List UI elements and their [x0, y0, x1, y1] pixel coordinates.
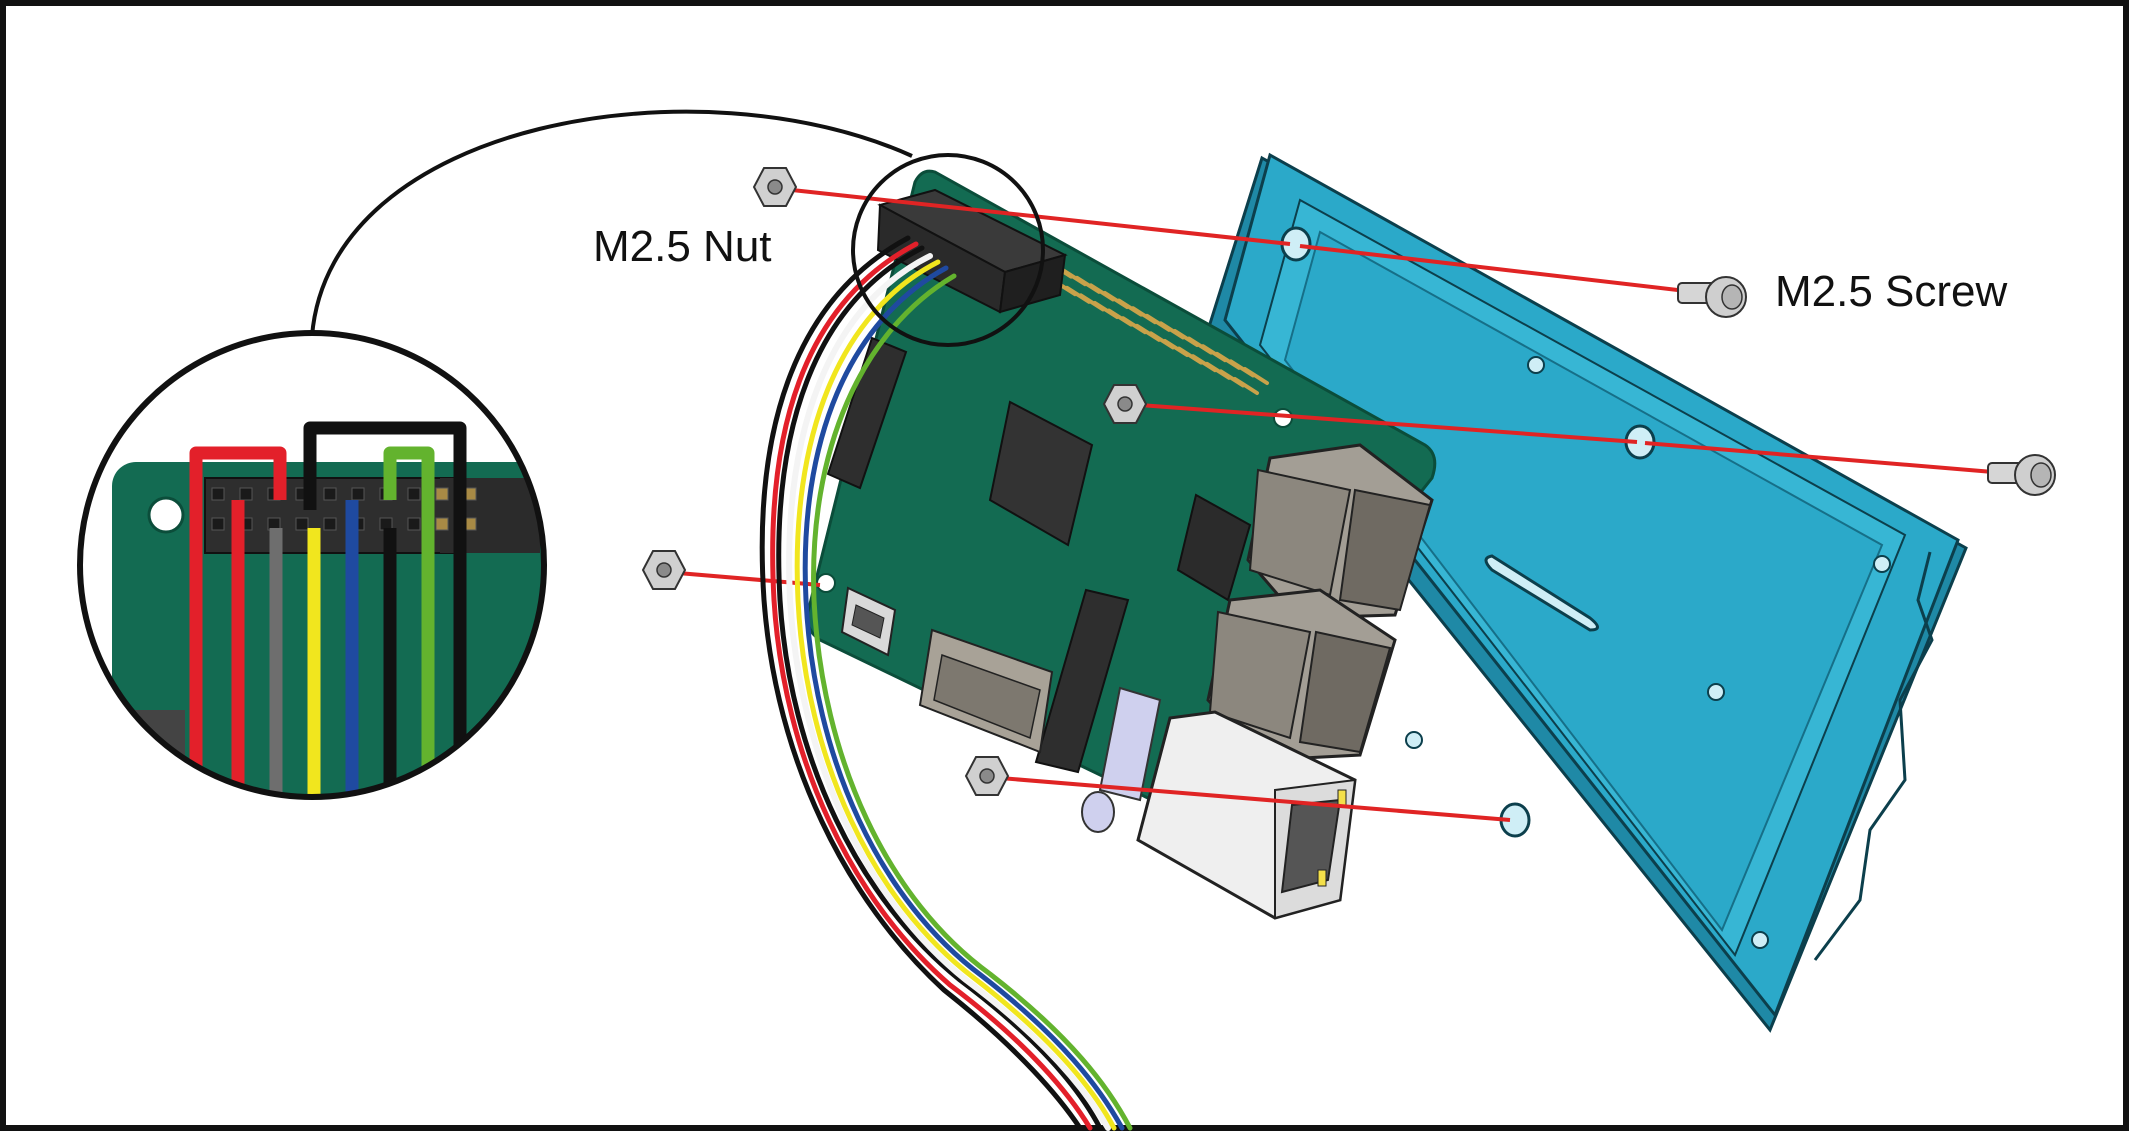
detail-leader-line: [310, 109, 913, 337]
inset-header-pin: [407, 487, 421, 501]
screw-label: M2.5 Screw: [1775, 267, 2008, 316]
inset-header-pin: [407, 517, 421, 531]
case-hole: [1873, 555, 1891, 573]
m25-nut: [1102, 384, 1148, 424]
case-hole: [1751, 931, 1769, 949]
case-plate: [1206, 152, 1968, 1033]
audio-jack: [1081, 686, 1162, 833]
inset-wire-red: [189, 446, 287, 797]
m25-screw: [1677, 276, 1747, 318]
gpio-pin: [1233, 377, 1259, 395]
hdmi-port: [918, 628, 1054, 754]
inset-wire-black-bridge: [303, 421, 467, 797]
gpio-pin: [1243, 367, 1269, 385]
wire-connector: [876, 188, 1068, 314]
inset-header-pin: [239, 487, 253, 501]
inset-header-pin: [351, 487, 365, 501]
case-hole: [1527, 356, 1545, 374]
ram-chip: [1176, 493, 1252, 602]
inset-header-pin: [211, 517, 225, 531]
case-slot: [1484, 554, 1599, 632]
case-hole: [1707, 683, 1725, 701]
m25-screw: [1987, 454, 2056, 496]
usb-port-lower: [1206, 588, 1397, 762]
inset-header-pin: [295, 517, 309, 531]
m25-nut: [641, 550, 687, 590]
ethernet-port: [1136, 710, 1357, 920]
display-connector: [826, 336, 908, 490]
inset-header-pin: [435, 517, 449, 531]
inset-header-pin: [211, 487, 225, 501]
soc-chip: [988, 400, 1094, 547]
wire-bundle: [759, 235, 1133, 1131]
inset-header-pin: [435, 487, 449, 501]
m25-nut: [752, 167, 798, 207]
usb-port-upper: [1246, 443, 1434, 620]
nut-label: M2.5 Nut: [593, 222, 772, 271]
detail-focus-circle: [851, 153, 1045, 347]
inset-header-pin: [323, 487, 337, 501]
wiring-detail-inset: [77, 330, 547, 800]
m25-nut: [964, 756, 1010, 796]
camera-connector: [1034, 588, 1130, 774]
inset-header-pin: [323, 517, 337, 531]
inset-mount-hole: [147, 496, 185, 534]
case-hole: [1405, 731, 1423, 749]
inset-wire-green: [383, 446, 435, 797]
micro-usb-port: [840, 586, 897, 657]
